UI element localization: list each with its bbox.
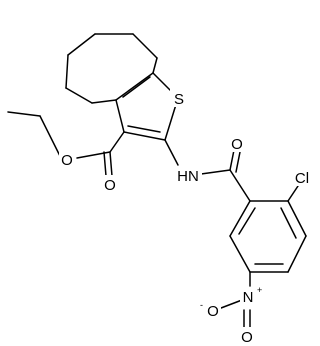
bond xyxy=(115,99,125,133)
bond xyxy=(109,151,113,177)
bond xyxy=(76,151,111,159)
bond xyxy=(65,54,69,89)
bond xyxy=(280,207,297,239)
bond xyxy=(287,200,307,237)
charge-minus: - xyxy=(200,300,203,310)
bond xyxy=(127,125,161,133)
bond xyxy=(200,169,231,175)
bond xyxy=(65,87,93,104)
bond xyxy=(103,151,107,177)
atom-label-ester-oxygen: O xyxy=(61,152,73,169)
atom-label-nitro-nitrogen: N xyxy=(243,289,254,306)
atom-label-ester-carbonyl-oxygen: O xyxy=(104,177,116,194)
bond xyxy=(109,131,125,153)
charge-plus: + xyxy=(257,285,262,295)
bond xyxy=(238,207,256,235)
bond xyxy=(67,33,96,56)
bond xyxy=(287,235,307,273)
bond xyxy=(164,139,179,166)
atom-label-sulfur: S xyxy=(174,91,184,108)
atom-label-amide-oxygen: O xyxy=(231,136,243,153)
bonds xyxy=(7,33,307,329)
bond xyxy=(235,151,241,173)
bond xyxy=(7,111,41,117)
bond xyxy=(115,72,154,101)
bond xyxy=(39,115,61,157)
bond xyxy=(132,33,158,59)
bond xyxy=(152,57,158,74)
atom-labels: S O O HN O Cl N + O O - xyxy=(59,89,313,346)
bond xyxy=(123,131,166,141)
bond xyxy=(287,185,299,202)
atom-label-amide-nitrogen: HN xyxy=(177,168,199,185)
atom-label-chlorine: Cl xyxy=(295,170,309,187)
atom-label-nitro-oxygen-bottom: O xyxy=(241,329,253,346)
bond xyxy=(229,149,235,171)
atom-label-nitro-oxygen-left: O xyxy=(207,303,219,320)
bond xyxy=(229,200,251,237)
bond xyxy=(229,169,251,202)
bond xyxy=(220,299,243,309)
bond xyxy=(122,76,151,98)
bond xyxy=(229,235,251,273)
bond xyxy=(91,99,117,104)
